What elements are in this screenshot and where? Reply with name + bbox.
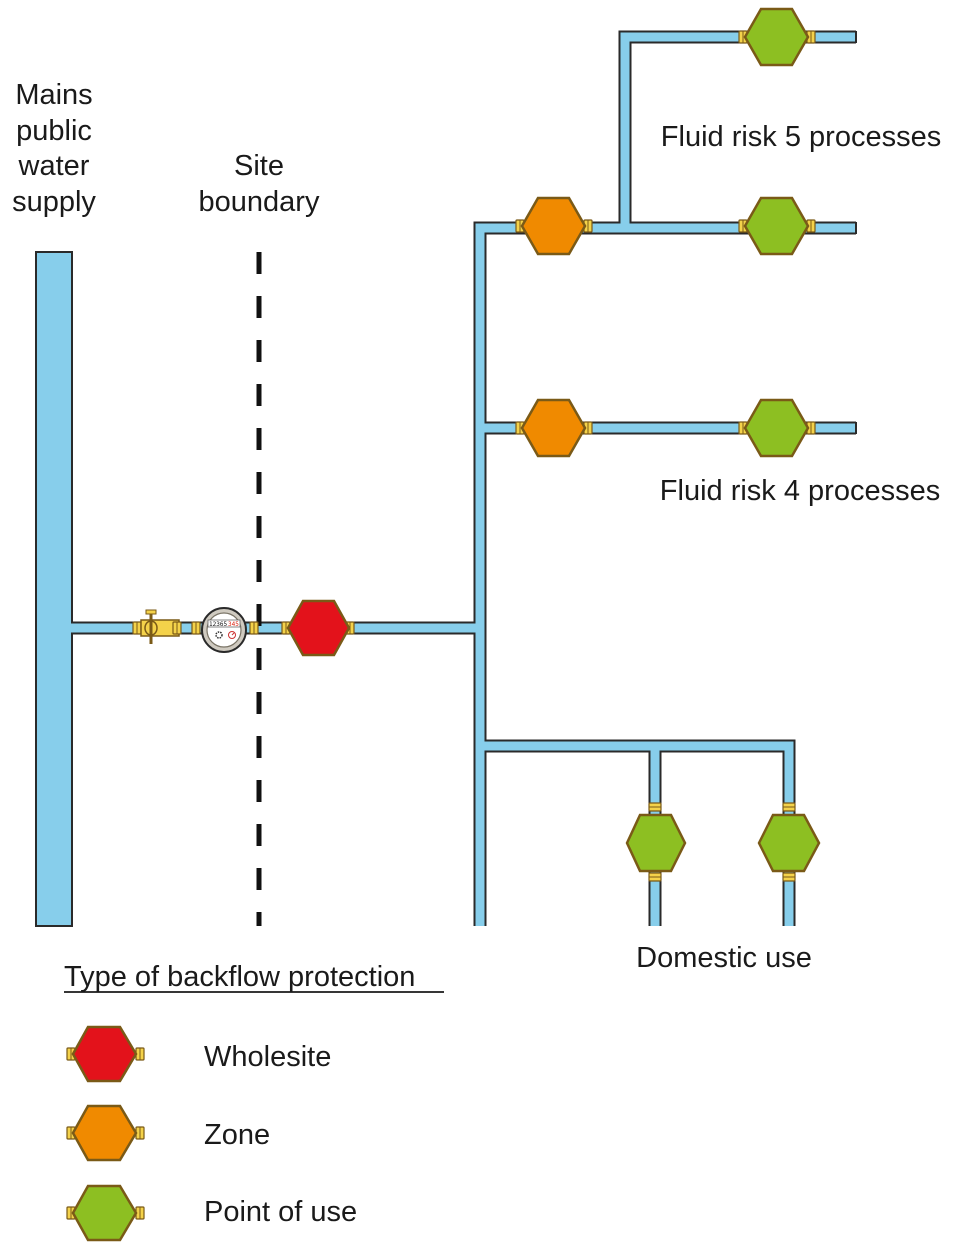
legend-swatch-point-of-use [71, 1184, 138, 1242]
legend-item-wholesite: Wholesite [66, 1025, 331, 1083]
legend: Type of backflow protection Wholesite Zo… [64, 961, 444, 1242]
zone-valve-fluid4 [515, 398, 593, 458]
mains-pipe [35, 251, 73, 927]
meter-red-digits: 345 [228, 621, 239, 628]
legend-swatch-zone [71, 1104, 138, 1162]
legend-title: Type of backflow protection [64, 961, 415, 993]
legend-label-wholesite: Wholesite [204, 1041, 331, 1073]
meter-digits: 12365 [209, 621, 227, 628]
mains-label-line-1: Mains [15, 79, 92, 111]
site-boundary-label: Site boundary [199, 150, 320, 218]
zone-valve-fluid5 [515, 196, 593, 256]
water-meter-icon: 12365 345 [191, 607, 259, 653]
wholesite-valve [281, 599, 355, 657]
mains-label-line-2: public [16, 115, 92, 147]
point-of-use-valve-fluid4 [738, 398, 816, 458]
mains-label-line-4: supply [12, 186, 96, 218]
legend-label-point-of-use: Point of use [204, 1196, 357, 1228]
mains-label: Mains public water supply [12, 79, 96, 218]
point-of-use-valve-fluid5-top [738, 7, 816, 67]
fluid-risk-4-label: Fluid risk 4 processes [660, 475, 940, 507]
site-label-line-1: Site [234, 150, 284, 182]
point-of-use-valve-domestic-left [625, 802, 687, 882]
stop-valve-icon [132, 609, 182, 644]
site-label-line-2: boundary [199, 186, 320, 218]
legend-swatch-wholesite [71, 1025, 138, 1083]
fluid-risk-5-label: Fluid risk 5 processes [661, 121, 941, 153]
legend-item-point-of-use: Point of use [66, 1184, 357, 1242]
legend-item-zone: Zone [66, 1104, 270, 1162]
pipe-network [70, 20, 876, 936]
point-of-use-valve-domestic-right [757, 802, 821, 882]
point-of-use-valve-fluid5-bottom [738, 196, 816, 256]
domestic-use-label: Domestic use [636, 942, 812, 974]
mains-label-line-3: water [18, 150, 90, 182]
legend-label-zone: Zone [204, 1119, 270, 1151]
